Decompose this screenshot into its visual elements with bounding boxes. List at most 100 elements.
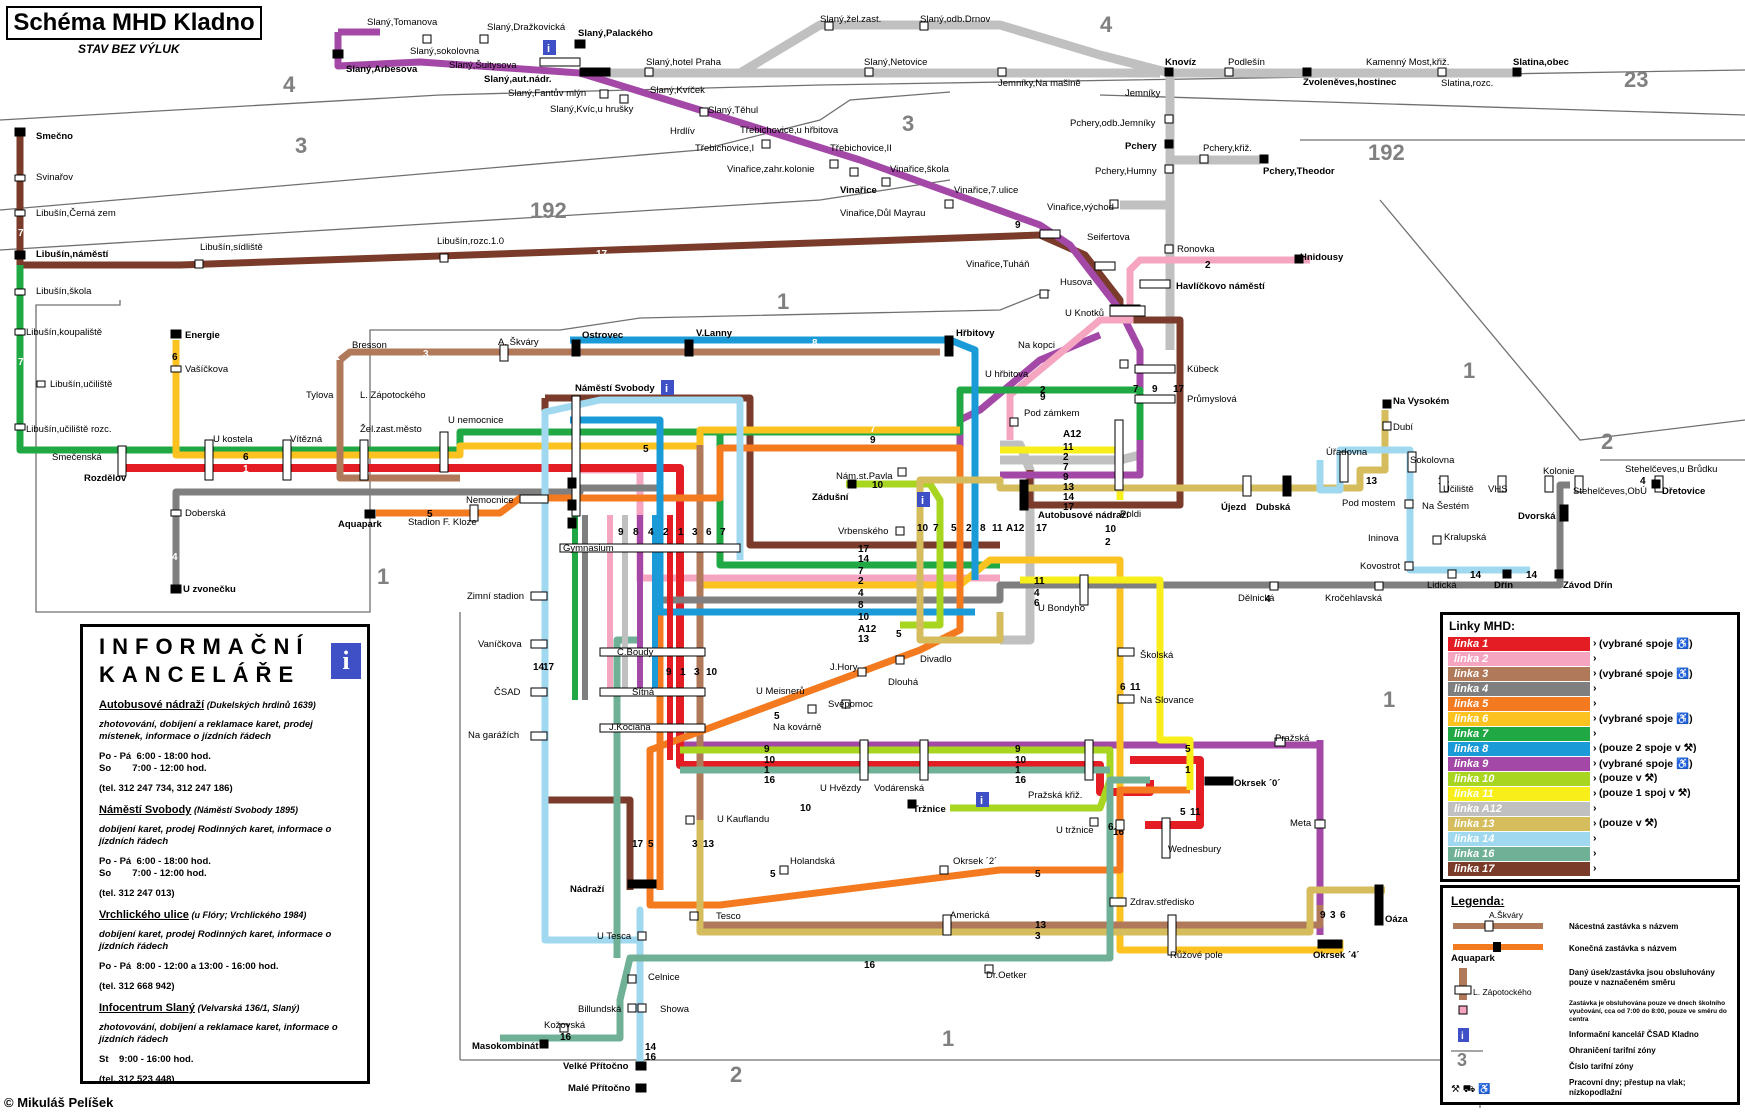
line-number: 17 (858, 544, 870, 555)
line-number: 13 (703, 839, 715, 850)
line-legend-item: linka 4 (1448, 682, 1590, 696)
station-marker (571, 395, 581, 517)
station-label: Pchery (1125, 141, 1157, 152)
station-marker (364, 509, 376, 519)
station-label: Náměstí Svobody (575, 383, 655, 394)
legend-text: Ohraničení tarifní zóny (1569, 1046, 1656, 1055)
line-number: 11 (1190, 807, 1201, 818)
station-label: Na Vysokém (1393, 396, 1449, 407)
line-number: 2 (858, 576, 864, 587)
line-number: 3 (692, 839, 698, 850)
station-marker (627, 879, 657, 889)
station-label: Nám.st.Pavla (836, 471, 893, 482)
chevron-right-icon: › (1593, 757, 1597, 769)
line-number: A12 (1006, 523, 1025, 534)
info-icon-glyph: i (980, 795, 983, 807)
station-label: L. Zápotockého (360, 390, 426, 401)
station-label: Vašíčkova (185, 364, 229, 375)
station-label: Vinařice,Tuháň (966, 259, 1029, 270)
station-marker (779, 865, 789, 875)
line-number: 1 (243, 464, 249, 475)
line-number: 7 (720, 527, 726, 538)
line-number: 7 (1063, 462, 1069, 473)
station-label: Okrsek ´4´ (1313, 950, 1359, 961)
station-marker (1374, 884, 1384, 926)
station-marker (684, 339, 694, 357)
station-label: Hnidousy (1300, 252, 1344, 263)
station-label: Vinařice,škola (890, 164, 950, 175)
line-number: 7 (870, 424, 876, 435)
info-markers[interactable]: i i i i (543, 40, 989, 807)
station-label: Libušín,učiliště rozc. (26, 424, 112, 435)
line-number: 16 (1015, 775, 1027, 786)
station-marker (1317, 939, 1343, 949)
station-marker (439, 253, 449, 263)
station-label: Okrsek ´2´ (953, 856, 997, 867)
station-marker (1302, 67, 1312, 77)
line-legend-item: linka 6 (1448, 712, 1590, 726)
station-marker (359, 439, 369, 481)
station-label: Pod mostem (1342, 498, 1395, 509)
chevron-right-icon: › (1593, 652, 1597, 664)
station-marker (567, 517, 577, 529)
station-label: Vaníčkova (478, 639, 522, 650)
station-label: Libušín,škola (36, 286, 92, 297)
station-label: Dvorská (1518, 511, 1556, 522)
line-number: 7 (858, 566, 864, 577)
line-number: 6 (243, 452, 249, 463)
line-number: 17 (1173, 384, 1185, 395)
station-marker (1497, 475, 1507, 493)
station-marker (282, 439, 292, 481)
line-number: 4 (858, 588, 864, 599)
info-badge-icon: i (331, 643, 361, 679)
line-13 (696, 410, 1389, 936)
station-marker (644, 67, 654, 77)
line-number: 5 (1185, 744, 1191, 755)
line-number: 9 (870, 435, 876, 446)
station-label: Slatina,obec (1513, 57, 1569, 68)
station-marker (170, 584, 182, 594)
line-number: 8 (812, 338, 818, 349)
office-address: (Dukelských hrdinů 1639) (206, 700, 316, 710)
line-number: 8 (980, 523, 986, 534)
line-number: 16 (764, 775, 776, 786)
station-marker (1079, 574, 1089, 606)
station-marker (1164, 67, 1174, 77)
station-marker (1404, 561, 1414, 571)
line-number: A12 (1063, 429, 1082, 440)
line-number: 16 (864, 960, 876, 971)
station-label: Dr.Oetker (986, 970, 1027, 981)
station-label: Na kovárně (773, 722, 822, 733)
office-entry: Náměstí Svobody (Náměstí Svobody 1895)do… (99, 804, 359, 899)
line-number: 11 (1063, 442, 1074, 453)
office-name: Infocentrum Slaný (99, 1002, 195, 1014)
station-marker (170, 509, 182, 517)
office-phone: (tel. 312 247 013) (99, 888, 175, 899)
line-number: 9 (618, 527, 624, 538)
station-marker (897, 467, 907, 477)
station-marker (530, 591, 548, 601)
station-label: Nemocnice (466, 495, 514, 506)
line-number: 13 (1063, 482, 1075, 493)
line-number: 9 (1015, 220, 1021, 231)
line-number: 5 (643, 444, 649, 455)
station-marker (944, 199, 954, 209)
station-marker (841, 699, 851, 709)
station-marker (422, 34, 432, 44)
line-number: 5 (427, 509, 433, 520)
line-3 (336, 348, 1324, 929)
segment-labels: 17 2 2 3 8 6 1 7 7 6 4 5 5 7 9 A12 11 2 … (18, 220, 1646, 1063)
office-hours: Po - Pá 8:00 - 12:00 a 13:00 - 16:00 hod… (99, 961, 279, 972)
station-label: Slatina,rozc. (1441, 78, 1493, 89)
line-legend-item: linka 7 (1448, 727, 1590, 741)
station-label: Nádraží (570, 884, 605, 895)
station-label: Podlešín (1228, 57, 1265, 68)
station-marker (439, 431, 449, 473)
station-label: Třebichovice,u hřbitova (740, 125, 839, 136)
line-number: 13 (1366, 476, 1378, 487)
station-label: C.Boudy (617, 647, 654, 658)
line-16 (500, 636, 1150, 1042)
legend-text: Zastávka je obsluhována pouze ve dnech š… (1569, 1000, 1727, 1023)
station-label: Slaný,žel.zast. (820, 14, 881, 25)
station-marker (627, 974, 637, 984)
